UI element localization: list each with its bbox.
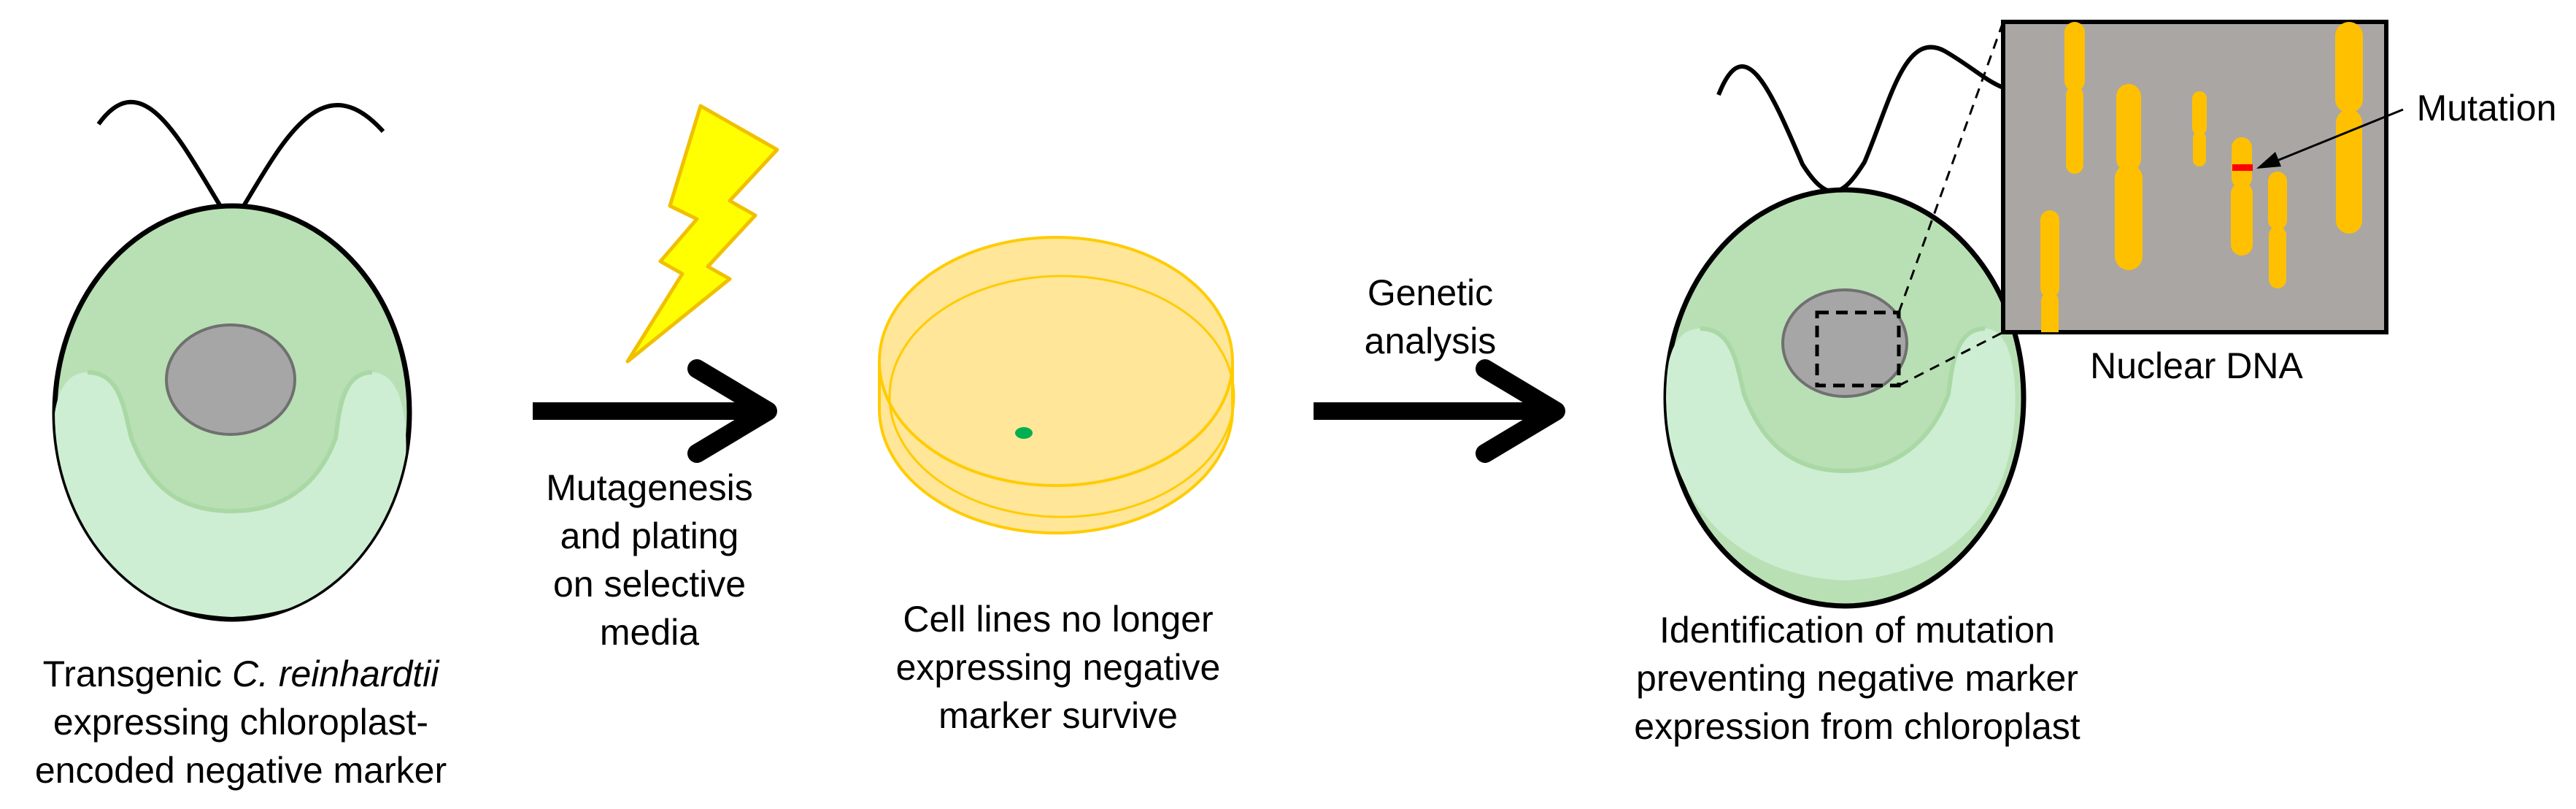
nuclear-dna-caption-text: Nuclear DNA: [2090, 345, 2303, 386]
mutagenesis-caption-line1: Mutagenesis: [546, 467, 753, 508]
genetic-analysis-caption-line2: analysis: [1364, 321, 1497, 361]
chromosome-icon: [2064, 22, 2085, 174]
chromosome-icon: [2040, 210, 2059, 332]
chromosome-icon: [2268, 172, 2287, 288]
mutation-mark: [2232, 164, 2253, 171]
plate-caption-line2: expressing negative: [895, 647, 1221, 688]
mutagenesis-caption: Mutagenesis and plating on selective med…: [511, 464, 788, 656]
species-prefix: Transgenic: [42, 653, 232, 694]
plate-caption-line3: marker survive: [938, 695, 1178, 736]
left-cell-caption-line3: encoded negative marker: [34, 750, 447, 791]
nuclear-dna-caption: Nuclear DNA: [2058, 342, 2335, 390]
chromosome-icon: [2192, 91, 2207, 166]
left-cell-caption: Transgenic C. reinhardtii expressing chl…: [15, 650, 467, 794]
left-cell-chloroplast: [55, 372, 406, 617]
left-cell-caption-line2: expressing chloroplast-: [53, 702, 429, 743]
mutation-pointer: [2267, 108, 2404, 166]
surviving-colony: [1015, 427, 1033, 439]
mutation-label: Mutation: [2401, 84, 2572, 132]
chromosome-icon: [2231, 137, 2253, 256]
genetic-analysis-caption: Genetic analysis: [1321, 269, 1540, 365]
left-cell: [52, 99, 412, 622]
mutagenesis-caption-line4: media: [599, 612, 700, 653]
right-cell-nucleus: [1781, 288, 1908, 398]
mutagenesis-caption-line2: and plating: [560, 515, 739, 556]
plate-caption: Cell lines no longer expressing negative…: [850, 595, 1266, 740]
petri-dish-icon: [878, 236, 1235, 534]
right-cell-caption-line2: preventing negative marker: [1636, 658, 2078, 699]
arrow-genetic-analysis: [1314, 359, 1565, 463]
mutagenesis-caption-line3: on selective: [552, 564, 747, 605]
right-cell-caption: Identification of mutation preventing ne…: [1573, 606, 2142, 751]
chromosome-icon: [2335, 22, 2363, 234]
right-cell-chloroplast: [1666, 329, 2016, 580]
lightning-bolt-icon: [625, 104, 779, 364]
left-cell-nucleus: [165, 323, 296, 436]
mutation-label-text: Mutation: [2416, 88, 2557, 129]
right-cell-caption-line3: expression from chloroplast: [1634, 706, 2081, 747]
plate-caption-line1: Cell lines no longer: [903, 599, 1214, 640]
right-cell-flagella: [1716, 45, 2005, 194]
nuclear-dna-inset: [2001, 20, 2404, 334]
species-name: C. reinhardtii: [231, 653, 439, 694]
arrow-mutagenesis: [533, 359, 777, 463]
right-cell-caption-line1: Identification of mutation: [1659, 610, 2055, 651]
mutation-arrowhead: [2256, 152, 2281, 169]
chromosome-icon: [2115, 84, 2143, 270]
genetic-analysis-caption-line1: Genetic: [1367, 272, 1494, 313]
right-cell: [1663, 21, 2027, 609]
left-cell-caption-line1: Transgenic C. reinhardtii: [15, 650, 467, 698]
nucleus-zoom-box: [1815, 310, 1901, 388]
